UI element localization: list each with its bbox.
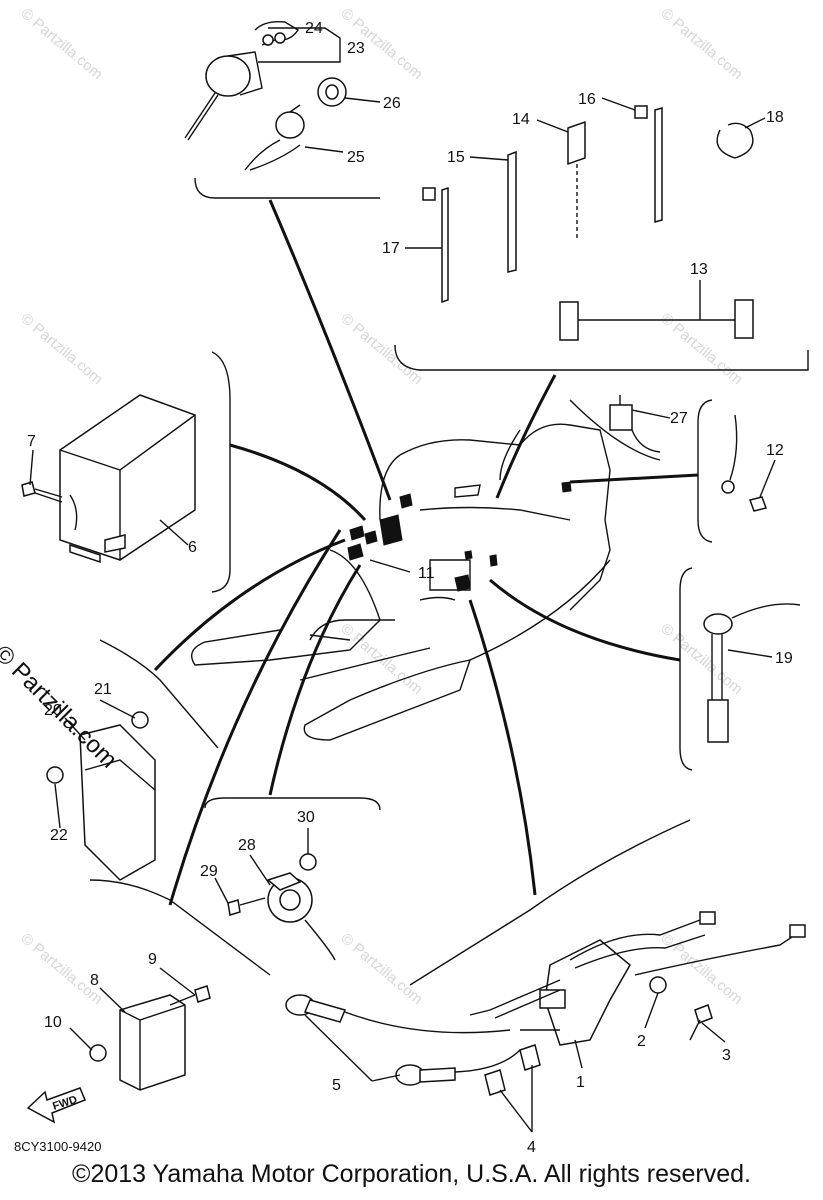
callout-12: 12	[766, 442, 784, 459]
clip-18	[716, 122, 754, 159]
callout-6: 6	[188, 539, 197, 556]
cdi-unit	[59, 394, 196, 564]
ground-lead-12	[721, 414, 767, 512]
wire-harness-13	[559, 299, 754, 341]
nut-30	[299, 853, 317, 871]
bolt-29	[227, 897, 266, 916]
callout-30: 30	[297, 809, 315, 826]
callout-8: 8	[90, 972, 99, 989]
callout-28: 28	[238, 837, 256, 854]
leader-lines	[153, 199, 699, 906]
watermark: © Partzilla.com	[17, 310, 105, 388]
sensor-28	[266, 872, 336, 961]
nut-10	[89, 1044, 107, 1062]
watermark: © Partzilla.com	[657, 5, 745, 83]
sensor-25	[244, 104, 305, 171]
diagram-code: 8CY3100-9420	[14, 1139, 102, 1154]
callouts: 1 2 3 4 5 6 7 8 9 10 11 12 13 14 15 16 1…	[27, 20, 793, 1156]
resistor-19	[703, 603, 801, 743]
connector-27	[609, 395, 661, 453]
callout-24: 24	[305, 20, 323, 37]
callout-1: 1	[576, 1074, 585, 1091]
bolt-9	[169, 985, 211, 1006]
plug-caps-5	[285, 994, 521, 1086]
nut-22	[46, 766, 64, 784]
callout-23: 23	[347, 40, 365, 57]
callout-14: 14	[512, 111, 530, 128]
watermark: © Partzilla.com	[17, 930, 105, 1008]
bolt-7	[21, 481, 63, 503]
callout-22: 22	[50, 827, 68, 844]
bolt-3	[689, 1004, 713, 1041]
rectifier-20	[79, 724, 156, 881]
callout-5: 5	[332, 1077, 341, 1094]
relay-8	[119, 994, 186, 1091]
clamps-4	[484, 1044, 541, 1096]
watermark: © Partzilla.com	[657, 930, 745, 1008]
watermark: © Partzilla.com	[337, 930, 425, 1008]
bolt-21	[131, 711, 149, 729]
watermark: © Partzilla.com	[337, 310, 425, 388]
callout-3: 3	[722, 1047, 731, 1064]
callout-18: 18	[766, 109, 784, 126]
callout-2: 2	[637, 1033, 646, 1050]
snowmobile-chassis	[191, 423, 611, 741]
callout-29: 29	[200, 863, 218, 880]
ties	[422, 105, 663, 304]
callout-leaders	[29, 27, 776, 1133]
main-switch	[184, 20, 299, 141]
callout-16: 16	[578, 91, 596, 108]
watermark: © Partzilla.com	[657, 310, 745, 388]
callout-27: 27	[670, 410, 688, 427]
copyright-notice: ©2013 Yamaha Motor Corporation, U.S.A. A…	[72, 1160, 751, 1188]
clamp-14	[567, 120, 586, 240]
callout-15: 15	[447, 149, 465, 166]
callout-25: 25	[347, 149, 365, 166]
callout-19: 19	[775, 650, 793, 667]
callout-9: 9	[148, 951, 157, 968]
callout-26: 26	[383, 95, 401, 112]
group-brackets	[89, 177, 809, 986]
callout-13: 13	[690, 261, 708, 278]
callout-10: 10	[44, 1014, 62, 1031]
callout-11: 11	[418, 565, 435, 582]
callout-17: 17	[382, 240, 400, 257]
callout-20: 20	[44, 702, 62, 719]
ignition-coil	[469, 911, 716, 1046]
watermark: © Partzilla.com	[17, 5, 105, 83]
callout-21: 21	[94, 681, 112, 698]
forward-arrow-icon: FWD	[26, 1087, 86, 1124]
callout-7: 7	[27, 433, 36, 450]
switch-nut-26	[317, 77, 347, 107]
callout-4: 4	[527, 1139, 536, 1156]
